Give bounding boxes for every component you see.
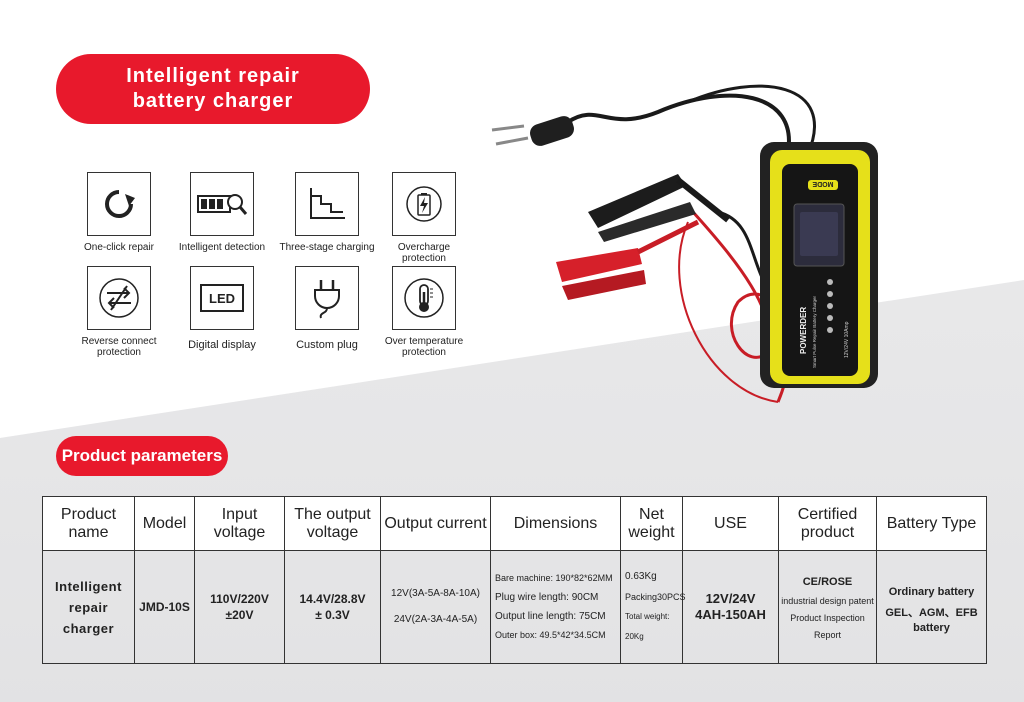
certified-line-3: Product Inspection Report [790,612,865,640]
header-use: USE [682,496,779,551]
certified-line-2: industrial design patent [781,595,874,606]
plug-icon [314,280,340,319]
charger-body: MODE POWERDER Smart Pulse Repair Battery… [760,142,878,388]
output-current-line-1: 12V(3A-5A-8A-10A) [391,588,480,599]
dimensions-line-3: Output line length: 75CM [495,611,606,622]
input-voltage-line-1: 110V/220V [210,592,269,606]
feature-icon-box [87,172,151,236]
cell-product-name: Intelligent repair charger [42,550,135,664]
reverse-arrows-icon [99,278,139,318]
refresh-arrow-icon [105,190,135,218]
cell-use: 12V/24V 4AH-150AH [682,550,779,664]
feature-one-click-repair: One-click repair [71,172,167,253]
power-plug [491,116,574,146]
table-header-row: Product name Model Input voltage The out… [42,496,987,551]
subtitle-label: Smart Pulse Repair Battery Charger [812,295,817,368]
feature-icon-box [87,266,151,330]
feature-icon-box [190,172,254,236]
net-weight-line-3: Total weight: 20Kg [625,612,670,641]
product-parameters-heading: Product parameters [56,436,228,476]
cell-net-weight: 0.63Kg Packing30PCS Total weight: 20Kg [620,550,686,664]
charger-product-image: MODE POWERDER Smart Pulse Repair Battery… [491,84,878,403]
header-certified-product: Certified product [778,496,877,551]
use-line-2: 4AH-150AH [695,607,766,622]
input-voltage-line-2: ±20V [225,608,254,622]
brand-label: POWERDER [799,307,808,354]
dimensions-line-2: Plug wire length: 90CM [495,592,599,603]
feature-label: Three-stage charging [279,242,375,253]
model-label: 12V/24V 10Amp [844,321,850,358]
battery-type-line-2: GEL、AGM、EFB [885,607,978,619]
output-current-line-2: 24V(2A-3A-4A-5A) [393,614,478,625]
table-row: Intelligent repair charger JMD-10S 110V/… [42,550,987,664]
feature-label: Custom plug [296,339,358,351]
feature-overcharge-protection: Overcharge protection [376,172,472,264]
output-voltage-line-1: 14.4V/28.8V [299,592,366,606]
cell-dimensions: Bare machine: 190*82*62MM Plug wire leng… [490,550,621,664]
led-display-icon: LED [200,284,244,312]
cell-input-voltage: 110V/220V ±20V [194,550,285,664]
net-weight-line-1: 0.63Kg [625,571,657,582]
title-line-1: Intelligent repair [126,65,300,87]
page-title: Intelligent repair battery charger [56,54,370,124]
battery-bolt-icon [406,186,442,222]
feature-label: Overcharge protection [397,242,451,264]
header-model: Model [134,496,195,551]
battery-type-line-3: battery [913,622,950,634]
net-weight-line-2: Packing30PCS [625,592,686,602]
header-output-current: Output current [380,496,491,551]
red-clamp [556,219,700,300]
cell-output-current: 12V(3A-5A-8A-10A) 24V(2A-3A-4A-5A) [380,550,491,664]
header-input-voltage: Input voltage [194,496,285,551]
dimensions-line-1: Bare machine: 190*82*62MM [495,573,613,583]
three-step-icon [310,188,345,219]
mode-label: MODE [812,180,833,187]
cell-certified-product: CE/ROSE industrial design patent Product… [778,550,877,664]
battery-type-line-1: Ordinary battery [888,586,975,598]
feature-reverse-connect-protection: Reverse connect protection [71,266,167,358]
feature-icon-box: LED [190,266,254,330]
feature-icon-box [295,172,359,236]
certified-line-1: CE/ROSE [802,575,853,588]
product-parameters-table: Product name Model Input voltage The out… [42,496,987,664]
feature-label: Over temperature protection [384,336,464,358]
feature-custom-plug: Custom plug [279,266,375,351]
feature-digital-display: LED Digital display [174,266,270,351]
cell-battery-type: Ordinary battery GEL、AGM、EFB battery [876,550,987,664]
feature-intelligent-detection: Intelligent detection [174,172,270,253]
thermometer-icon [404,278,444,318]
header-product-name: Product name [42,496,135,551]
title-line-2: battery charger [132,90,294,112]
cell-model: JMD-10S [134,550,195,664]
header-net-weight: Net weight [620,496,683,551]
output-voltage-line-2: ± 0.3V [315,608,350,622]
black-clamp [588,174,730,242]
feature-label: One-click repair [83,242,155,253]
feature-icon-box [295,266,359,330]
feature-label: Intelligent detection [178,242,266,253]
feature-label: Digital display [188,339,256,351]
led-icon-text: LED [209,290,235,306]
feature-label: Reverse connect protection [81,336,157,358]
header-output-voltage: The output voltage [284,496,381,551]
feature-icon-box [392,266,456,330]
battery-magnifier-icon [197,194,248,215]
header-dimensions: Dimensions [490,496,621,551]
cell-output-voltage: 14.4V/28.8V ± 0.3V [284,550,381,664]
header-battery-type: Battery Type [876,496,987,551]
feature-three-stage-charging: Three-stage charging [279,172,375,253]
dimensions-line-4: Outer box: 49.5*42*34.5CM [495,630,606,640]
feature-over-temperature-protection: Over temperature protection [376,266,472,358]
use-line-1: 12V/24V [705,591,756,606]
feature-icon-box [392,172,456,236]
